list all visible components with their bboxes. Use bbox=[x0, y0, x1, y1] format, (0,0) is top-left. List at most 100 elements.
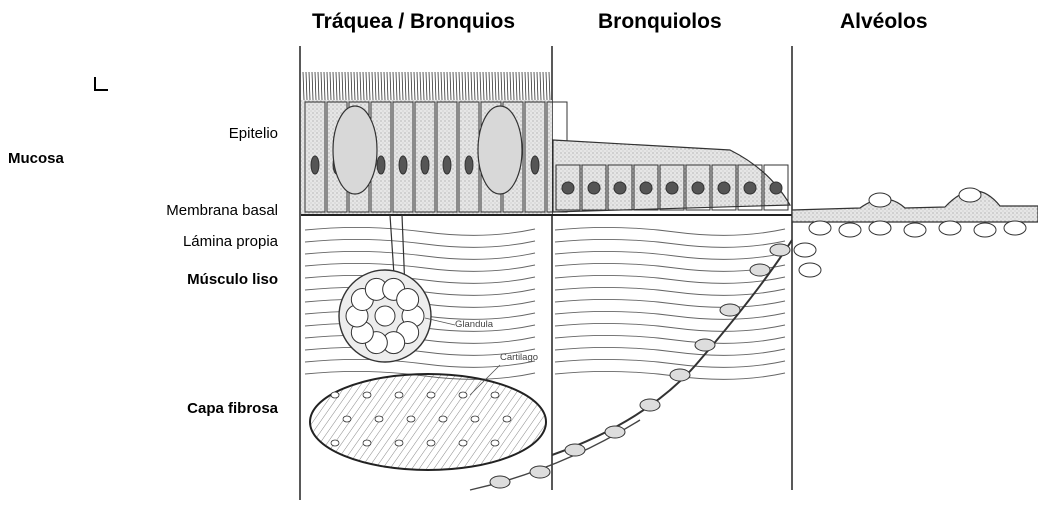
fibroblast-cell bbox=[640, 399, 660, 411]
cilium bbox=[495, 72, 496, 100]
fibroblast-cell bbox=[720, 304, 740, 316]
cilium bbox=[411, 72, 412, 100]
cilium bbox=[459, 72, 460, 100]
connective-fibre bbox=[555, 323, 785, 331]
cilium bbox=[507, 72, 508, 100]
cilium bbox=[474, 72, 475, 100]
cilium bbox=[426, 72, 427, 100]
cell-nucleus bbox=[421, 156, 429, 174]
connective-fibre bbox=[555, 299, 785, 307]
cilium bbox=[408, 72, 409, 100]
connective-fibre bbox=[555, 311, 785, 319]
cilium bbox=[456, 72, 457, 100]
cilium bbox=[306, 72, 307, 100]
connective-fibre bbox=[555, 251, 785, 259]
connective-fibre bbox=[555, 347, 785, 355]
cell-nucleus bbox=[465, 156, 473, 174]
cilium bbox=[540, 72, 541, 100]
fibroblast-cell bbox=[770, 244, 790, 256]
cell-nucleus bbox=[640, 182, 652, 194]
cell-nucleus bbox=[562, 182, 574, 194]
cell-nucleus bbox=[614, 182, 626, 194]
cilium bbox=[396, 72, 397, 100]
cilium bbox=[549, 72, 550, 100]
cilium bbox=[450, 72, 451, 100]
cell-nucleus bbox=[377, 156, 385, 174]
connective-fibre bbox=[305, 227, 535, 235]
cilium bbox=[360, 72, 361, 100]
connective-fibre bbox=[305, 251, 535, 259]
cilium bbox=[453, 72, 454, 100]
connective-fibre bbox=[555, 239, 785, 247]
cilium bbox=[336, 72, 337, 100]
cell-nucleus bbox=[399, 156, 407, 174]
chondrocyte bbox=[459, 392, 467, 398]
cilium bbox=[381, 72, 382, 100]
annotation-cartilago: Cartilago bbox=[500, 352, 538, 363]
cilium bbox=[519, 72, 520, 100]
chondrocyte bbox=[459, 440, 467, 446]
chondrocyte bbox=[375, 416, 383, 422]
cilium bbox=[447, 72, 448, 100]
bronchiole-epithelium bbox=[553, 140, 790, 212]
cilium bbox=[462, 72, 463, 100]
gland-cell bbox=[375, 306, 395, 326]
cilium bbox=[465, 72, 466, 100]
cilium bbox=[480, 72, 481, 100]
connective-fibre bbox=[305, 263, 535, 271]
gland-cell bbox=[397, 289, 419, 311]
cilium bbox=[420, 72, 421, 100]
chondrocyte bbox=[395, 440, 403, 446]
cilium bbox=[489, 72, 490, 100]
cilium bbox=[393, 72, 394, 100]
cilium bbox=[492, 72, 493, 100]
cilium bbox=[327, 72, 328, 100]
cilium bbox=[525, 72, 526, 100]
chondrocyte bbox=[503, 416, 511, 422]
fibroblast-cell bbox=[695, 339, 715, 351]
chondrocyte bbox=[491, 440, 499, 446]
chondrocyte bbox=[427, 392, 435, 398]
cilium bbox=[537, 72, 538, 100]
cell-nucleus bbox=[443, 156, 451, 174]
chondrocyte bbox=[343, 416, 351, 422]
cilium bbox=[504, 72, 505, 100]
alveolar-cell bbox=[799, 263, 821, 277]
chondrocyte bbox=[407, 416, 415, 422]
cilium bbox=[363, 72, 364, 100]
cilium bbox=[432, 72, 433, 100]
chondrocyte bbox=[331, 440, 339, 446]
cilium bbox=[483, 72, 484, 100]
cilium bbox=[372, 72, 373, 100]
cilium bbox=[423, 72, 424, 100]
connective-fibre bbox=[555, 359, 785, 367]
connective-fibre bbox=[555, 275, 785, 283]
cilium bbox=[345, 72, 346, 100]
cilium bbox=[384, 72, 385, 100]
alveolar-cell bbox=[939, 221, 961, 235]
cilium bbox=[318, 72, 319, 100]
chondrocyte bbox=[331, 392, 339, 398]
chondrocyte bbox=[439, 416, 447, 422]
chondrocyte bbox=[491, 392, 499, 398]
chondrocyte bbox=[363, 392, 371, 398]
chondrocyte bbox=[427, 440, 435, 446]
fibroblast-cell bbox=[530, 466, 550, 478]
cilium bbox=[351, 72, 352, 100]
cilium bbox=[402, 72, 403, 100]
connective-fibre bbox=[305, 239, 535, 247]
cilium bbox=[339, 72, 340, 100]
cilium bbox=[315, 72, 316, 100]
cilium bbox=[513, 72, 514, 100]
fibroblast-cell bbox=[565, 444, 585, 456]
cilium bbox=[387, 72, 388, 100]
cell-nucleus bbox=[666, 182, 678, 194]
cell-nucleus bbox=[744, 182, 756, 194]
cell-nucleus bbox=[692, 182, 704, 194]
connective-fibre bbox=[555, 227, 785, 235]
chondrocyte bbox=[395, 392, 403, 398]
alveolar-cell bbox=[959, 188, 981, 202]
alveolar-cell bbox=[974, 223, 996, 237]
cilium bbox=[498, 72, 499, 100]
cilium bbox=[375, 72, 376, 100]
